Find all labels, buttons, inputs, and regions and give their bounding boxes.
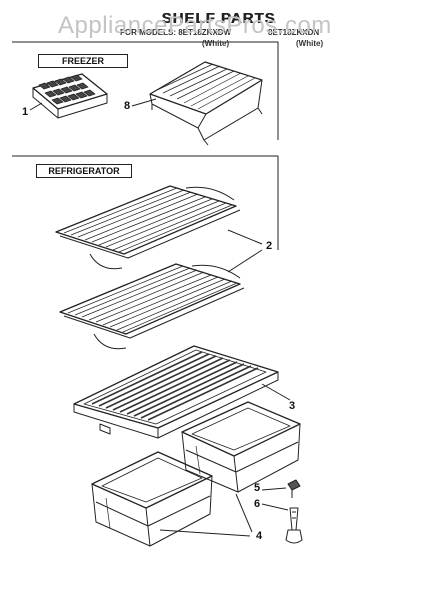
color-note-right: (White) [296,39,324,48]
right-crisper-drawer [181,401,301,493]
callout-6: 6 [254,498,261,510]
refrigerator-section-frame [12,155,279,250]
leader-2a [227,229,263,245]
freezer-section-frame [12,41,279,140]
leader-6 [261,503,289,511]
upper-wire-shelf [55,185,241,270]
callout-8: 8 [124,100,131,112]
leader-4b [235,493,253,533]
lower-wire-shelf [59,229,263,350]
leader-2b [227,249,263,273]
freezer-wire-shelf [131,61,263,146]
drawer-support-parts [261,479,303,544]
leader-1 [29,102,43,111]
leader-4a [159,529,251,537]
callout-1: 1 [22,106,29,118]
leader-8 [131,98,157,107]
crisper-cover [73,345,291,439]
model-list-right: 8ET18ZKXDN [268,28,320,37]
callout-4: 4 [256,530,263,542]
refrigerator-label: REFRIGERATOR [36,164,132,178]
model-list-left: FOR MODELS: 8ET18ZKXDW [120,28,232,37]
freezer-label: FREEZER [38,54,128,68]
diagram-title: SHELF PARTS [161,10,276,27]
callout-5: 5 [254,482,261,494]
ice-cube-tray [29,73,108,119]
watermark: AppliancePartsPros.com [58,12,332,39]
callout-3: 3 [289,400,296,412]
left-crisper-drawer [91,451,213,547]
color-note-left: (White) [202,39,230,48]
callout-2: 2 [266,240,273,252]
leader-3 [261,383,291,401]
leader-5 [261,487,287,491]
